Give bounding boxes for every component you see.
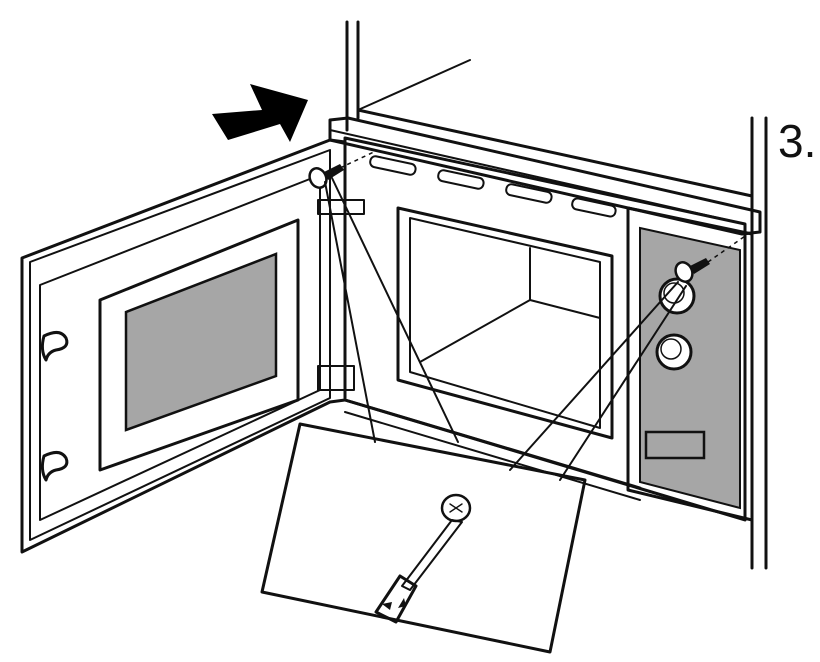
oven-cavity <box>396 206 614 440</box>
display-window <box>644 430 706 460</box>
direction-arrow-icon <box>212 84 308 142</box>
control-panel <box>626 206 754 522</box>
open-door <box>20 138 365 554</box>
detail-callout <box>260 177 687 654</box>
step-number: 3. <box>778 115 817 167</box>
control-knob-icon <box>655 333 693 371</box>
vent-slots <box>369 155 617 218</box>
screw-icon <box>308 164 344 189</box>
door-latch <box>40 331 69 482</box>
screwdriver-icon <box>374 493 472 624</box>
hinge <box>317 199 365 391</box>
screw-guide-lines <box>339 149 749 263</box>
screw-icon <box>674 258 710 283</box>
